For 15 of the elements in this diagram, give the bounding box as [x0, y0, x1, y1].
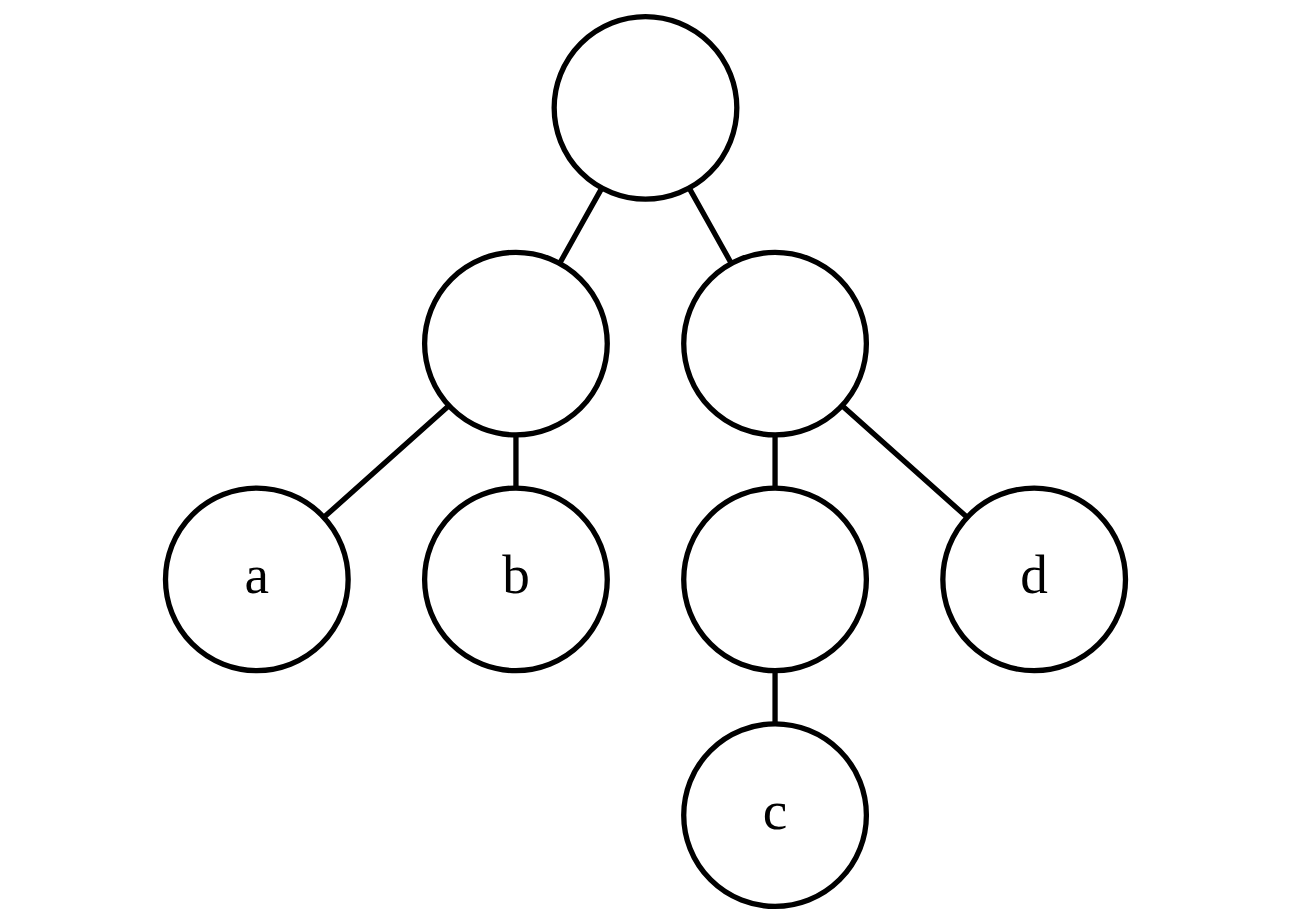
node-circle [681, 485, 870, 674]
connector [322, 403, 451, 520]
connector [687, 187, 734, 265]
connector [557, 187, 604, 265]
node-circle: d [940, 485, 1129, 674]
node-circle [681, 249, 870, 438]
connector [772, 671, 778, 724]
connector [513, 435, 519, 488]
node-circle: c [681, 721, 870, 910]
connector [840, 403, 969, 520]
node-circle [551, 13, 740, 202]
node-circle: a [162, 485, 351, 674]
node-circle: b [421, 485, 610, 674]
connector [772, 435, 778, 488]
node-circle [421, 249, 610, 438]
